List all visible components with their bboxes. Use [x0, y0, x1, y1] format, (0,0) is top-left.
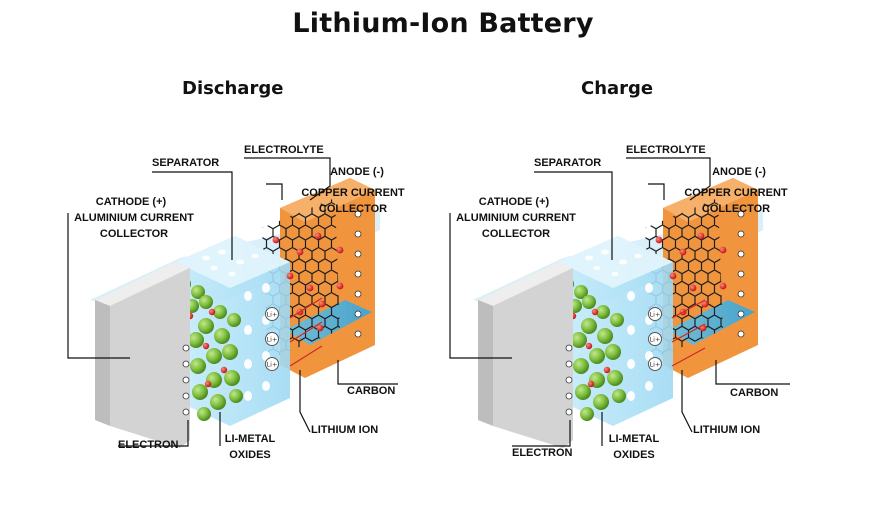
charge-anode-label: ANODE (-) [712, 166, 766, 178]
page-title: Lithium-Ion Battery [292, 8, 594, 39]
discharge-electrolyte-label: ELECTROLYTE [244, 144, 324, 156]
discharge-heading: Discharge [182, 78, 284, 99]
charge-lithium-ion-label: LITHIUM ION [693, 424, 761, 436]
charge-oxides-line1: LI-METAL [608, 433, 660, 445]
discharge-copper-line2: COLLECTOR [318, 203, 388, 215]
charge-heading: Charge [581, 78, 654, 99]
charge-carbon-label: CARBON [730, 387, 779, 399]
discharge-leader-lines [67, 157, 398, 447]
discharge-electron-label: ELECTRON [118, 439, 179, 451]
discharge-anode-label: ANODE (-) [330, 166, 384, 178]
charge-copper-line1: COPPER CURRENT [684, 187, 788, 199]
discharge-cathode-label: CATHODE (+) [95, 196, 167, 208]
discharge-oxides-line2: OXIDES [229, 449, 271, 461]
discharge-separator-label: SEPARATOR [152, 157, 220, 169]
charge-aluminium-line1: ALUMINIUM CURRENT [456, 212, 576, 224]
charge-cell [449, 157, 790, 449]
discharge-copper-line1: COPPER CURRENT [301, 187, 405, 199]
discharge-aluminium-line1: ALUMINIUM CURRENT [74, 212, 194, 224]
charge-electrolyte-label: ELECTROLYTE [626, 144, 706, 156]
charge-electron-label: ELECTRON [512, 447, 573, 459]
charge-cathode-label: CATHODE (+) [478, 196, 550, 208]
charge-oxides-line2: OXIDES [613, 449, 655, 461]
discharge-oxides-line1: LI-METAL [224, 433, 276, 445]
charge-leader-lines [449, 157, 790, 447]
discharge-carbon-label: CARBON [347, 385, 396, 397]
charge-separator-label: SEPARATOR [534, 157, 602, 169]
charge-copper-line2: COLLECTOR [701, 203, 771, 215]
discharge-lithium-ion-label: LITHIUM ION [311, 424, 379, 436]
charge-aluminium-line2: COLLECTOR [481, 228, 551, 240]
discharge-aluminium-line2: COLLECTOR [99, 228, 169, 240]
discharge-cell [67, 157, 398, 449]
